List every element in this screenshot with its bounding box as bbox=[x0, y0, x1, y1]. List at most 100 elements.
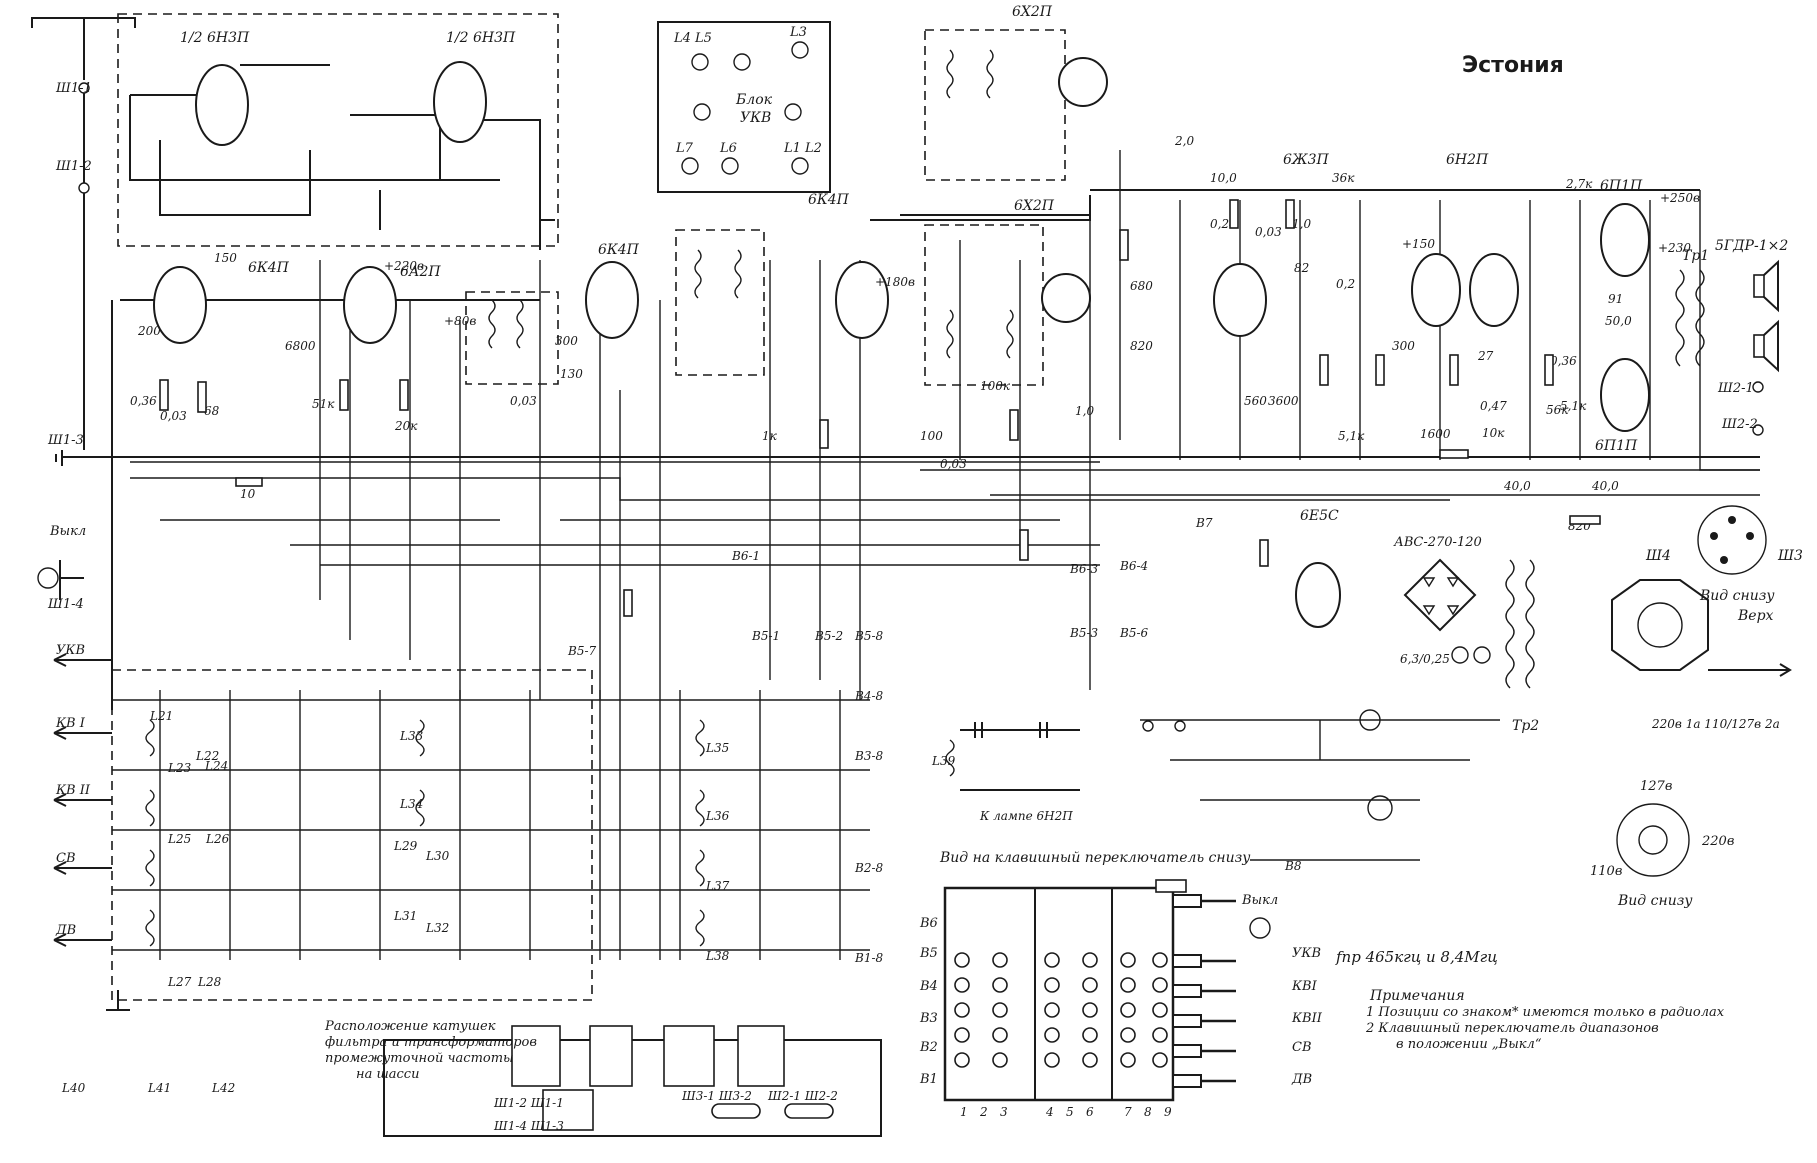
ukv-input-label: УКВ bbox=[56, 643, 85, 658]
coil-label: L35 bbox=[705, 741, 729, 755]
uhf-block-title-2: УКВ bbox=[740, 110, 771, 126]
sh4-voltage-selector bbox=[1611, 579, 1709, 671]
sh3-view-bottom: Вид снизу bbox=[1699, 588, 1775, 604]
plug-110-label: 110в bbox=[1590, 864, 1622, 879]
power-transformer-label: Тр2 bbox=[1512, 718, 1539, 734]
sh2-2-label: Ш2-2 bbox=[1721, 417, 1758, 432]
component-label: 0,03 bbox=[1255, 225, 1282, 239]
tube-v12 bbox=[1600, 358, 1650, 432]
speaker-1-icon bbox=[1753, 259, 1779, 313]
band-inputs bbox=[53, 653, 112, 947]
keyboard-row: В6 bbox=[919, 916, 938, 931]
component-label: 200 bbox=[137, 324, 161, 338]
component-label: +80в bbox=[444, 314, 476, 328]
notes-title: Примечания bbox=[1369, 988, 1465, 1004]
coil-label: L33 bbox=[399, 729, 424, 743]
coil-layout-caption-2: фильтра и трансформаторов bbox=[325, 1035, 537, 1050]
tube-v1-label: 1/2 6Н3П bbox=[180, 30, 250, 46]
component-label: 0,03 bbox=[160, 409, 187, 423]
dv-input-label: ДВ bbox=[55, 923, 76, 938]
tube-v10-label: 6Н2П bbox=[1446, 152, 1489, 168]
uhf-block-title-1: Блок bbox=[735, 92, 773, 108]
component-label: 1,0 bbox=[1075, 404, 1094, 418]
tube-v8 bbox=[1041, 273, 1091, 323]
keyboard-number: 9 bbox=[1164, 1105, 1172, 1119]
tube-v8-label: 6Х2П bbox=[1014, 198, 1055, 214]
coil-label: L37 bbox=[705, 879, 730, 893]
switch-label: В3-8 bbox=[854, 749, 884, 763]
component-label: +150 bbox=[1402, 237, 1435, 251]
off-input-label: Выкл bbox=[49, 524, 86, 539]
coil-label: L41 bbox=[147, 1081, 171, 1095]
component-labels: 200 150 6800 0,36 0,03 68 51к 20к 10 300… bbox=[130, 134, 1700, 533]
component-label: 2,7к bbox=[1565, 177, 1593, 191]
coil-label: L28 bbox=[197, 975, 222, 989]
tube-v11 bbox=[1600, 203, 1650, 277]
coil-label: L36 bbox=[705, 809, 730, 823]
ground-symbols bbox=[55, 450, 130, 1011]
if-frequency: fпр 465кгц и 8,4Мгц bbox=[1335, 948, 1498, 966]
switch-label: В6-3 bbox=[1069, 562, 1099, 576]
plug-127-label: 127в bbox=[1640, 779, 1672, 794]
tube-v6 bbox=[835, 261, 889, 339]
component-label: 0,47 bbox=[1480, 399, 1507, 413]
coil-label: L39 bbox=[931, 754, 956, 768]
sh2-1-jack bbox=[1752, 381, 1764, 393]
component-label: +180в bbox=[875, 275, 915, 289]
sh4-label: Ш4 bbox=[1645, 548, 1671, 564]
component-label: 300 bbox=[1392, 339, 1415, 353]
component-label: 56к bbox=[1546, 403, 1569, 417]
band-switch-bank bbox=[111, 669, 870, 1001]
switch-b8-label: В8 bbox=[1284, 859, 1302, 873]
tube-v2-label: 1/2 6Н3П bbox=[446, 30, 516, 46]
keyboard-number: 3 bbox=[1000, 1105, 1008, 1119]
keyboard-row: В4 bbox=[919, 979, 938, 994]
sh1-4-label: Ш1-4 bbox=[47, 597, 84, 612]
switch-label: В6-4 bbox=[1119, 559, 1148, 573]
keyboard-number: 2 bbox=[979, 1105, 988, 1119]
component-label: 130 bbox=[560, 367, 583, 381]
switch-label: В6-1 bbox=[731, 549, 760, 563]
switch-labels: В1-8 В2-8 В3-8 В4-8 В5-8 В6-1 В5-1 В5-2 … bbox=[567, 516, 1213, 965]
band-coils bbox=[145, 719, 705, 947]
coil-layout-caption-4: на шасси bbox=[356, 1067, 419, 1082]
component-label: 68 bbox=[204, 404, 220, 418]
tube-v5-label: 6К4П bbox=[598, 242, 640, 258]
tube-v4 bbox=[343, 266, 397, 344]
sv-input-label: СВ bbox=[56, 851, 76, 866]
power-transformer-tr2 bbox=[1505, 559, 1535, 689]
coil-label: L29 bbox=[393, 839, 418, 853]
switch-label: В5-1 bbox=[751, 629, 780, 643]
component-label: 27 bbox=[1477, 349, 1494, 363]
coil-layout-caption-3: промежуточной частоты bbox=[325, 1051, 514, 1066]
uhf-block-coils-l1l2: L1 L2 bbox=[783, 141, 822, 156]
tube-v10 bbox=[1411, 253, 1519, 327]
switch-label: В4-8 bbox=[854, 689, 884, 703]
headphone-jack-icon bbox=[37, 560, 84, 600]
keyboard-row: В2 bbox=[919, 1040, 938, 1055]
keyboard-row: В3 bbox=[919, 1011, 938, 1026]
coil-label: L26 bbox=[205, 832, 230, 846]
keyboard-button: Выкл bbox=[1241, 893, 1278, 908]
keyboard-button: УКВ bbox=[1292, 946, 1321, 961]
uhf-block-plan bbox=[657, 21, 831, 193]
coil-label: L32 bbox=[425, 921, 449, 935]
switch-label: В1-8 bbox=[854, 951, 884, 965]
switch-label: В5-6 bbox=[1119, 626, 1149, 640]
plug-view-bottom: Вид снизу bbox=[1617, 893, 1693, 909]
switch-label: В5-3 bbox=[1069, 626, 1099, 640]
coil-label: L22 bbox=[195, 749, 219, 763]
chassis-sh3: Ш3-1 Ш3-2 bbox=[681, 1089, 752, 1103]
component-label: 82 bbox=[1294, 261, 1309, 275]
component-label: 300 bbox=[555, 334, 578, 348]
component-label: 0,2 bbox=[1336, 277, 1355, 291]
keyboard-button: ДВ bbox=[1291, 1072, 1312, 1087]
chassis-sh1-top: Ш1-2 Ш1-1 bbox=[493, 1096, 564, 1110]
rectifier-bridge bbox=[1403, 558, 1477, 632]
keyboard-button: КВII bbox=[1291, 1011, 1323, 1026]
switch-label: В5-2 bbox=[814, 629, 843, 643]
keyboard-button-labels: Выкл УКВ КВI КВII СВ ДВ bbox=[1241, 893, 1323, 1087]
coil-layout-caption-1: Расположение катушек bbox=[324, 1019, 496, 1034]
uhf-block-coils-l4l5: L4 L5 bbox=[673, 31, 712, 46]
sh3-label: Ш3 bbox=[1777, 548, 1803, 564]
